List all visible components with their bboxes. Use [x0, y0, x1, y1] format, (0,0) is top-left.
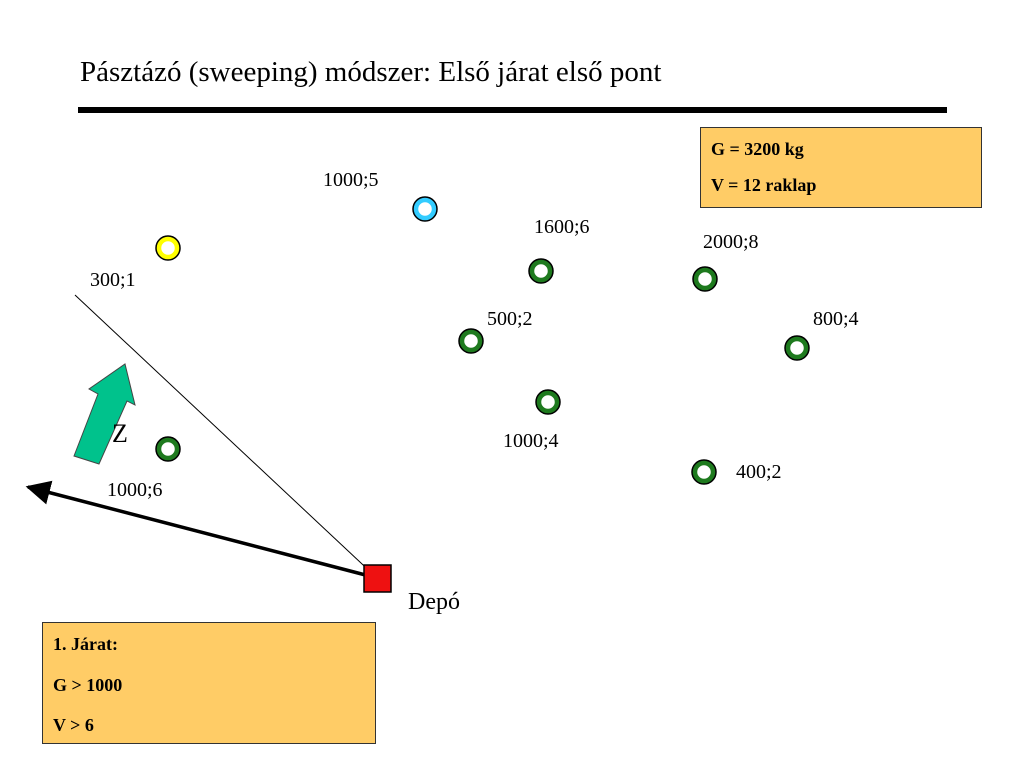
point-label-1000-6: 1000;6	[107, 479, 163, 501]
capacity-volume: V = 12 raklap	[711, 175, 817, 195]
point-500-2	[458, 328, 484, 354]
page-title: Pásztázó (sweeping) módszer: Első járat …	[80, 56, 662, 88]
point-label-1000-4: 1000;4	[503, 430, 559, 452]
point-label-1000-5: 1000;5	[323, 169, 379, 191]
point-label-2000-8: 2000;8	[703, 231, 759, 253]
point-800-4	[784, 335, 810, 361]
sweep-start-line	[74, 294, 378, 579]
point-label-400-2: 400;2	[736, 461, 782, 483]
point-1000-4	[535, 389, 561, 415]
sweep-direction-label: Z	[112, 419, 128, 448]
point-1000-5	[412, 196, 438, 222]
title-underline	[78, 107, 947, 113]
point-label-300-1: 300;1	[90, 269, 136, 291]
point-label-500-2: 500;2	[487, 308, 533, 330]
depot-label: Depó	[408, 589, 460, 615]
capacity-weight: G = 3200 kg	[711, 139, 804, 159]
point-400-2	[691, 459, 717, 485]
sweep-ray-arrow	[25, 480, 378, 580]
point-300-1	[155, 235, 181, 261]
point-label-1600-6: 1600;6	[534, 216, 590, 238]
route-weight: G > 1000	[53, 675, 123, 695]
route-volume: V > 6	[53, 715, 94, 735]
point-label-800-4: 800;4	[813, 308, 859, 330]
route-info-box: 1. Járat: G > 1000 V > 6	[42, 622, 376, 744]
depot-marker	[363, 564, 392, 593]
point-1600-6	[528, 258, 554, 284]
sweep-direction-arrow	[73, 363, 136, 465]
point-1000-6	[155, 436, 181, 462]
point-2000-8	[692, 266, 718, 292]
route-title: 1. Járat:	[53, 634, 118, 654]
capacity-info-box: G = 3200 kg V = 12 raklap	[700, 127, 982, 208]
